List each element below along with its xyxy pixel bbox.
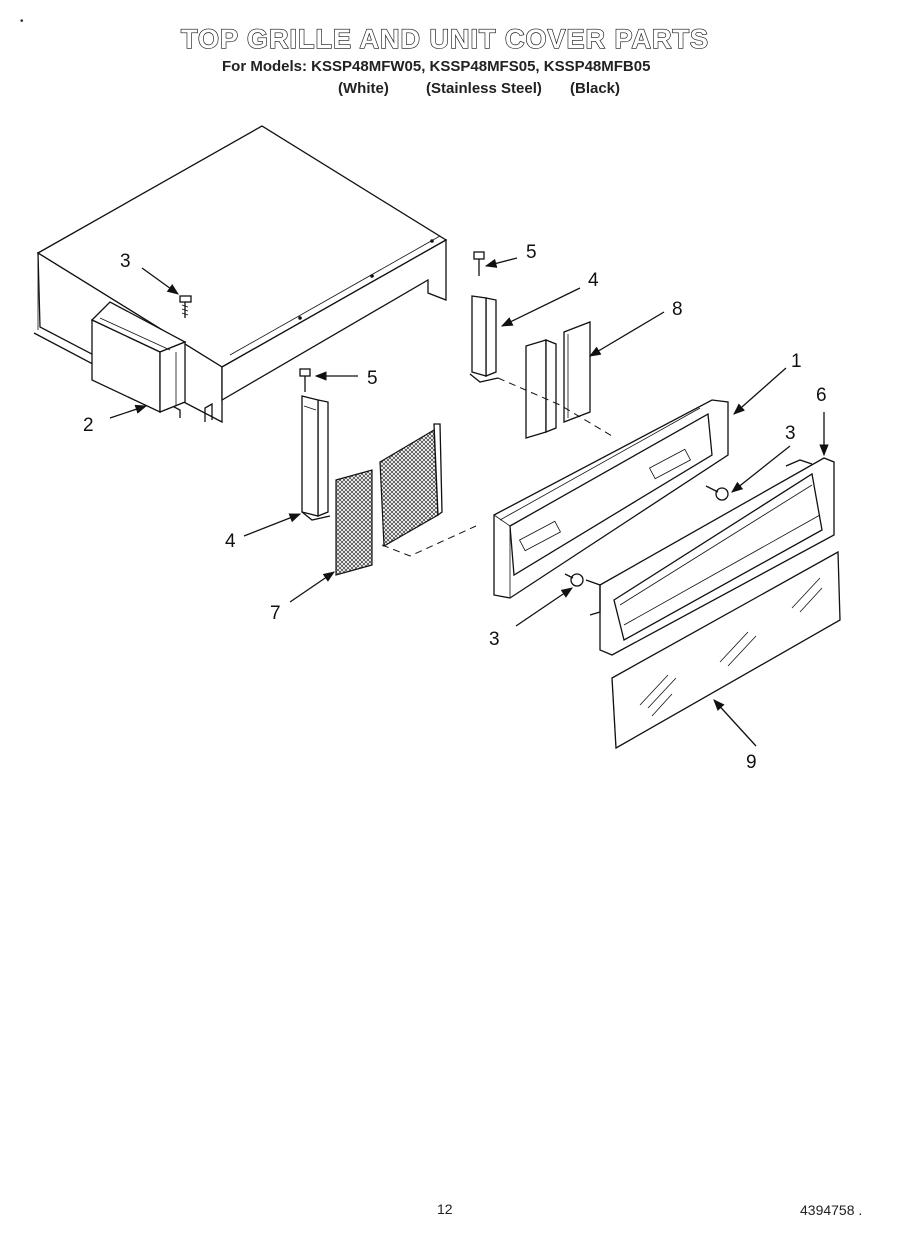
callout-4-left: 4 [225, 531, 236, 552]
part-5-screw-right [473, 251, 485, 276]
models-line: For Models: KSSP48MFW05, KSSP48MFS05, KS… [222, 58, 651, 75]
part-7-filter [335, 423, 443, 576]
part-8-side-panel [525, 321, 591, 439]
part-6-front-grille [585, 457, 835, 656]
callout-5-right: 5 [526, 242, 537, 263]
callout-3-right: 3 [785, 423, 796, 444]
callout-8: 8 [672, 299, 683, 320]
callout-1: 1 [791, 351, 802, 372]
part-1-grille-frame [493, 399, 729, 599]
finish-black-label: (Black) [570, 80, 621, 97]
callout-5-left: 5 [367, 368, 378, 389]
part-4-bracket-left [301, 395, 331, 521]
part-3-screw-right [705, 485, 729, 501]
callout-7: 7 [270, 603, 281, 624]
part-9-glass-panel [611, 550, 841, 750]
corner-mark: • [20, 16, 24, 27]
finish-white-label: (White) [338, 80, 389, 97]
leader-arrows [109, 257, 829, 747]
page-title: TOP GRILLE AND UNIT COVER PARTS [180, 23, 710, 54]
part-3-screw-top [179, 295, 192, 318]
callout-2: 2 [83, 415, 94, 436]
part-2-box [90, 301, 187, 414]
part-5-screw-left [299, 368, 311, 392]
part-4-bracket-right [469, 295, 499, 383]
callout-9: 9 [746, 752, 757, 773]
callout-3-top-left: 3 [120, 251, 131, 272]
callout-3-bottom: 3 [489, 629, 500, 650]
document-number: 4394758 . [800, 1202, 863, 1218]
part-3-screw-bottom [564, 573, 584, 587]
finish-steel-label: (Stainless Steel) [426, 80, 542, 97]
callout-4-right: 4 [588, 270, 599, 291]
assembly-dashline [381, 525, 477, 557]
page-number: 12 [437, 1201, 453, 1217]
callout-6: 6 [816, 385, 827, 406]
